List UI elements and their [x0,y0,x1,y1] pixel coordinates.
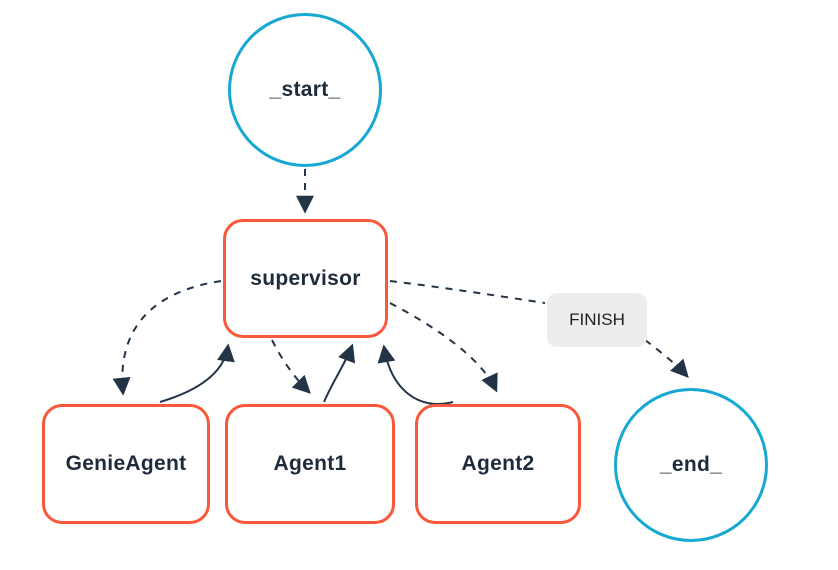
node-start: _start_ [228,13,382,167]
edge-supervisor-to-agent1 [271,339,311,394]
edge-genieagent-to-supervisor [159,343,235,403]
edge-finish-label-to-end [644,339,689,378]
node-end: _end_ [614,388,768,542]
edge-agent2-to-supervisor [377,344,454,405]
edge-agent1-to-supervisor [323,343,356,403]
node-end-label: _end_ [659,453,723,476]
node-agent1-label: Agent1 [273,452,347,475]
node-supervisor: supervisor [223,219,388,338]
edge-label-finish: FINISH [547,293,647,347]
node-supervisor-label: supervisor [250,266,361,290]
node-agent2: Agent2 [415,404,581,524]
edge-label-finish-text: FINISH [569,310,625,329]
node-agent1: Agent1 [225,404,395,524]
edge-supervisor-to-genieagent [112,280,222,396]
node-start-label: _start_ [269,78,341,101]
edge-supervisor-to-agent2 [389,302,498,393]
node-genieagent-label: GenieAgent [65,452,187,475]
node-agent2-label: Agent2 [461,452,535,475]
node-genieagent: GenieAgent [42,404,210,524]
edge-supervisor-to-finish-label [389,280,546,304]
